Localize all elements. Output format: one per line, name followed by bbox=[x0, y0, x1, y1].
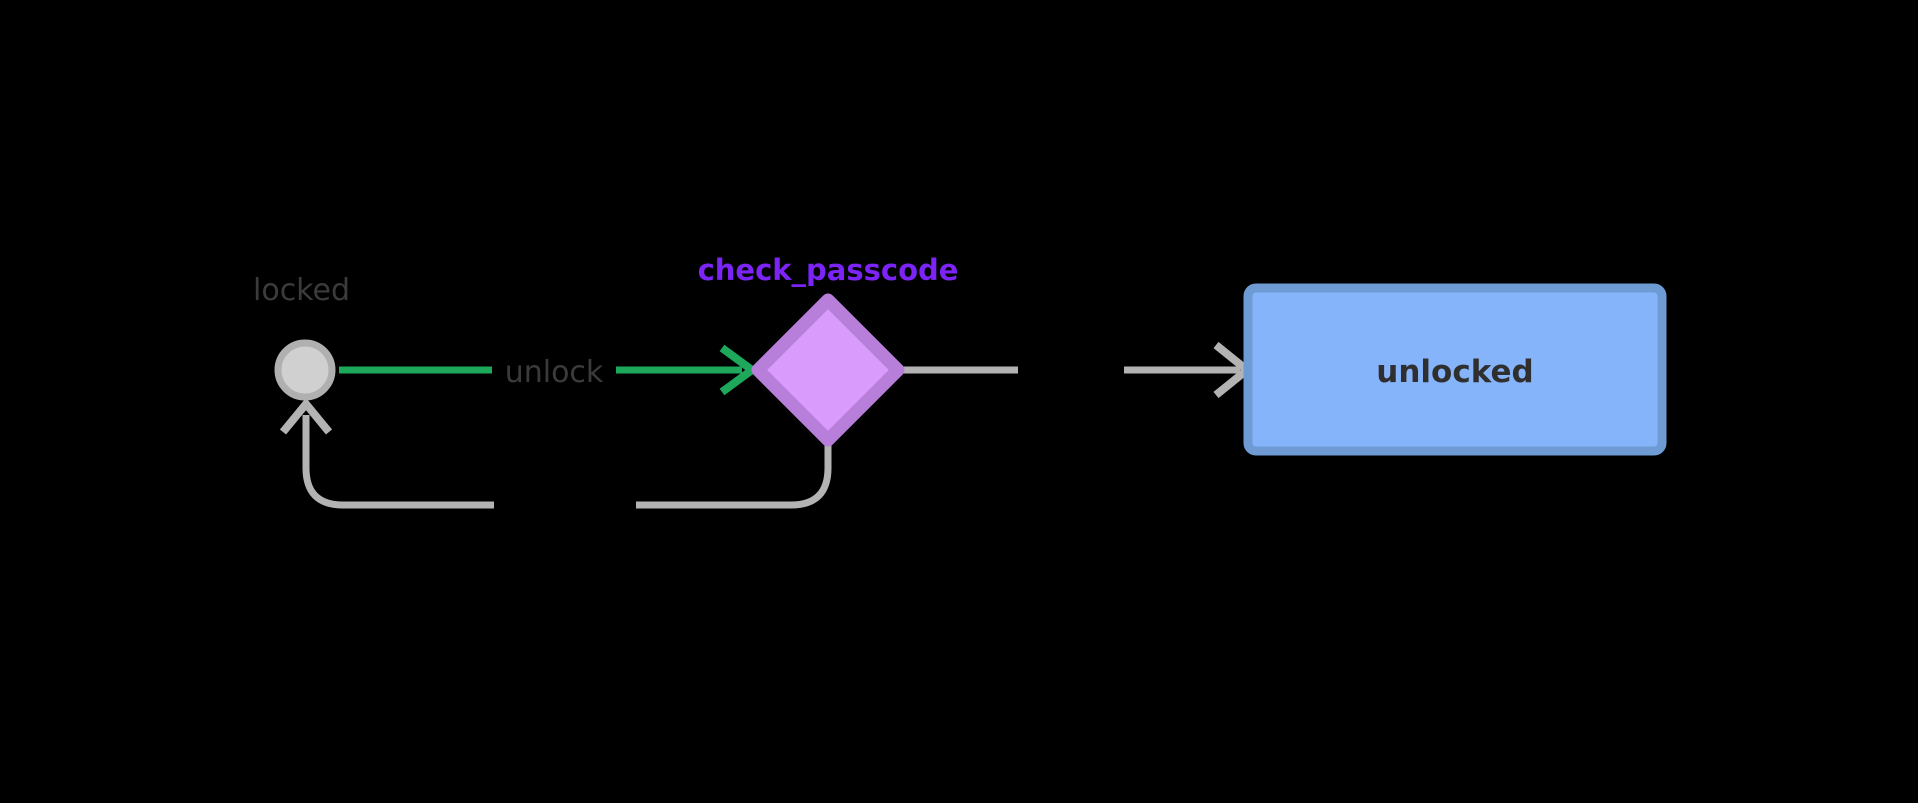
node-locked-label: locked bbox=[253, 273, 350, 308]
edge-check-passcode-to-unlocked[interactable] bbox=[900, 341, 1254, 399]
edge-label-unlock: unlock bbox=[505, 355, 604, 390]
node-locked[interactable]: locked bbox=[253, 273, 350, 401]
edge-loop-path-right bbox=[636, 440, 832, 509]
node-unlocked-label: unlocked bbox=[1376, 354, 1533, 390]
state-circle-shape bbox=[274, 339, 336, 401]
state-box-shape bbox=[1243, 283, 1667, 456]
edge-loop-path-left bbox=[302, 415, 494, 509]
choice-diamond-shape bbox=[751, 293, 905, 447]
node-check-passcode-label: check_passcode bbox=[698, 253, 959, 287]
node-check-passcode[interactable]: check_passcode bbox=[698, 253, 959, 447]
node-unlocked[interactable]: unlocked bbox=[1243, 283, 1667, 456]
edge-label-unlock-group: unlock bbox=[505, 355, 604, 390]
edge-check-passcode-back-to-locked[interactable] bbox=[279, 397, 832, 509]
arrowhead-icon bbox=[279, 397, 333, 435]
